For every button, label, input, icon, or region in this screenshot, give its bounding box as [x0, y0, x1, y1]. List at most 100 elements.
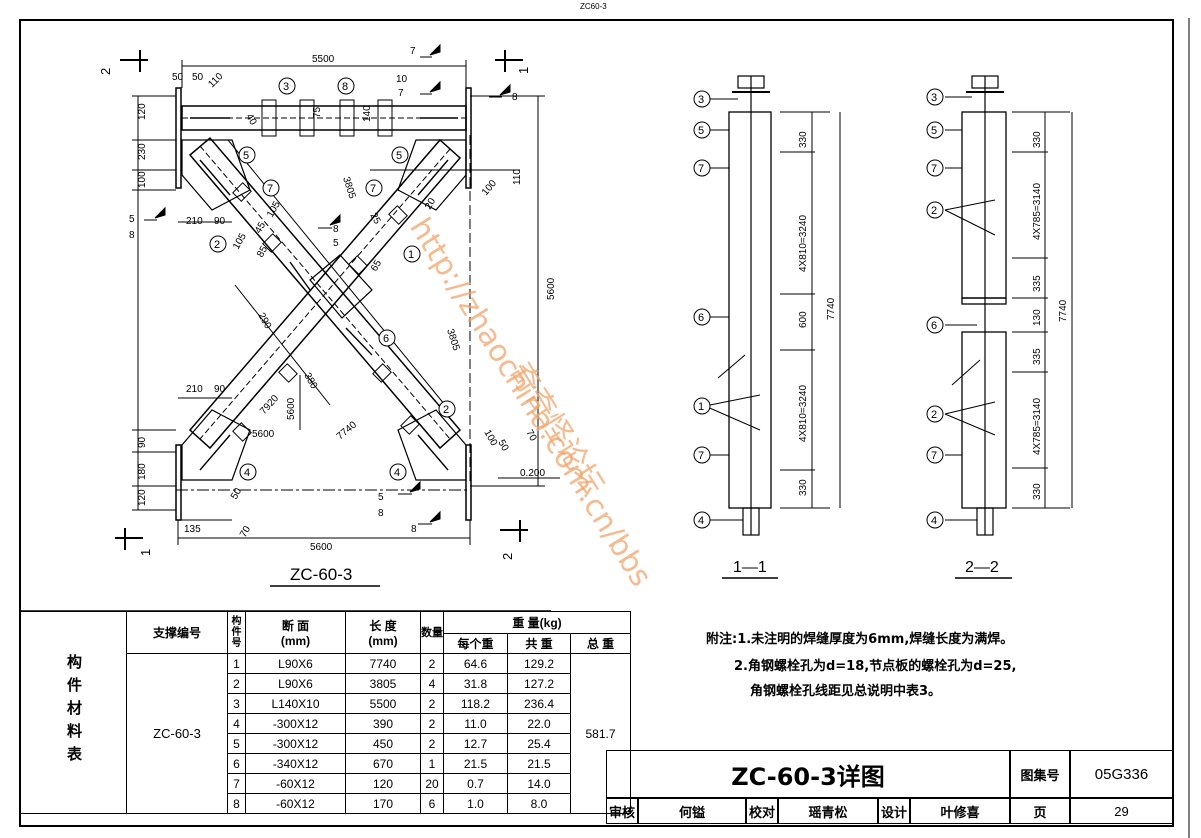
drawing-title: ZC-60-3详图	[606, 750, 1010, 798]
svg-text:100: 100	[480, 178, 499, 198]
svg-text:7: 7	[931, 450, 937, 462]
svg-text:7: 7	[398, 88, 404, 99]
callout-5b: 5	[391, 146, 409, 164]
section-2-2-title: 2—2	[965, 559, 999, 576]
section-2-2-dims: 330 4X785=3140 335 130 335 4X785=3140 33…	[1032, 131, 1069, 500]
svg-text:7: 7	[698, 163, 704, 175]
svg-text:2: 2	[443, 404, 449, 416]
svg-text:600: 600	[798, 311, 809, 328]
main-dimensions: 5500 5600 5600 3805 3805 7740 7920 5600 …	[137, 54, 557, 553]
svg-text:40: 40	[243, 112, 258, 128]
review-label: 审核	[606, 798, 638, 824]
page-label: 页	[1010, 798, 1070, 824]
checker: 瑶青松	[778, 798, 878, 824]
callout-1: 1	[403, 245, 421, 263]
svg-text:4X810=3240: 4X810=3240	[798, 385, 809, 442]
sheet-border	[19, 19, 1174, 827]
svg-text:100: 100	[137, 171, 148, 188]
dim-full-diag: 7740	[335, 419, 359, 442]
svg-text:5: 5	[378, 492, 384, 503]
svg-text:210: 210	[186, 384, 203, 395]
svg-text:330: 330	[798, 131, 809, 148]
callout-5a: 5	[238, 146, 256, 164]
dim-diag-len-right: 3805	[444, 328, 461, 353]
header-each: 每个重	[443, 633, 508, 654]
notes: 附注:1.未注明的焊缝厚度为6mm,焊缝长度为满焊。 2.角钢螺栓孔为d=18,…	[706, 626, 1016, 705]
svg-text:1: 1	[698, 401, 704, 413]
svg-text:5: 5	[931, 125, 937, 137]
svg-text:3: 3	[931, 92, 937, 104]
svg-text:70: 70	[238, 524, 253, 540]
callout-6: 6	[378, 329, 396, 347]
svg-text:5: 5	[129, 214, 135, 225]
brace-id: ZC-60-3	[126, 653, 228, 814]
svg-text:50: 50	[192, 72, 204, 83]
svg-text:230: 230	[137, 143, 148, 160]
svg-text:90: 90	[214, 384, 226, 395]
svg-text:90: 90	[137, 436, 148, 448]
svg-text:105: 105	[265, 199, 283, 219]
svg-text:25: 25	[367, 211, 382, 227]
svg-text:3: 3	[698, 94, 704, 106]
svg-text:335: 335	[1032, 348, 1043, 365]
svg-text:7: 7	[370, 183, 376, 195]
svg-text:90: 90	[214, 216, 226, 227]
svg-text:4: 4	[244, 467, 250, 479]
svg-text:105: 105	[231, 231, 249, 251]
section-2-2	[944, 75, 1073, 536]
header-weight: 重 量(kg)	[443, 611, 631, 634]
total-weight: 581.7	[570, 653, 631, 814]
svg-text:5: 5	[243, 150, 249, 162]
main-elevation	[115, 43, 560, 550]
svg-text:8: 8	[378, 508, 384, 519]
callout-2b: 2	[438, 400, 456, 418]
cut-labels: 2 1 1 2	[98, 67, 531, 560]
dim-bottom-length: 5600	[310, 542, 333, 553]
svg-text:4: 4	[931, 515, 937, 527]
dim-5600a: 5600	[252, 429, 275, 440]
svg-text:130: 130	[1032, 309, 1043, 326]
svg-text:0.200: 0.200	[520, 468, 545, 479]
svg-text:330: 330	[1032, 131, 1043, 148]
design-label: 设计	[878, 798, 910, 824]
svg-text:7: 7	[931, 163, 937, 175]
callouts: 3 8 5 5 7 7 2 1 6 2 4 4	[209, 77, 456, 481]
svg-text:1: 1	[516, 67, 531, 74]
svg-text:4X785=3140: 4X785=3140	[1032, 398, 1043, 455]
svg-text:7: 7	[267, 183, 273, 195]
section-1-1-title: 1—1	[733, 559, 767, 576]
materials-table: 构件材料表 支撑编号 构件号 断 面(mm) 长 度(mm) 数量 重 量(kg…	[20, 611, 631, 814]
svg-text:2: 2	[98, 68, 113, 75]
section-2-2-callouts: 3 5 7 2 6 2 7 4	[926, 88, 944, 529]
svg-text:2: 2	[500, 553, 515, 560]
svg-text:85: 85	[255, 244, 270, 260]
svg-text:5: 5	[396, 150, 402, 162]
callout-7b: 7	[365, 179, 383, 197]
svg-text:70: 70	[523, 428, 538, 444]
svg-text:45: 45	[253, 220, 268, 236]
dim-7920: 7920	[258, 393, 281, 417]
svg-text:4: 4	[394, 467, 400, 479]
svg-text:5: 5	[698, 125, 704, 137]
svg-text:330: 330	[798, 479, 809, 496]
header-subtotal: 共 重	[507, 633, 571, 654]
dim-5600b: 5600	[286, 397, 297, 420]
svg-text:2: 2	[931, 409, 937, 421]
header-length: 长 度(mm)	[345, 611, 421, 654]
page-no: 29	[1070, 798, 1173, 824]
svg-text:7740: 7740	[1058, 299, 1069, 322]
header-text: ZC60-3	[580, 2, 607, 11]
svg-text:1: 1	[138, 549, 153, 556]
callout-3: 3	[278, 77, 296, 95]
svg-text:50: 50	[172, 72, 184, 83]
atlas-no: 05G336	[1070, 750, 1173, 798]
section-1-1-callouts: 3 5 7 6 1 7 4	[693, 90, 711, 529]
note-line-2: 2.角钢螺栓孔为d=18,节点板的螺栓孔为d=25,	[734, 659, 1017, 674]
svg-text:8: 8	[333, 224, 339, 235]
svg-text:3: 3	[283, 81, 289, 93]
svg-text:6: 6	[698, 312, 704, 324]
